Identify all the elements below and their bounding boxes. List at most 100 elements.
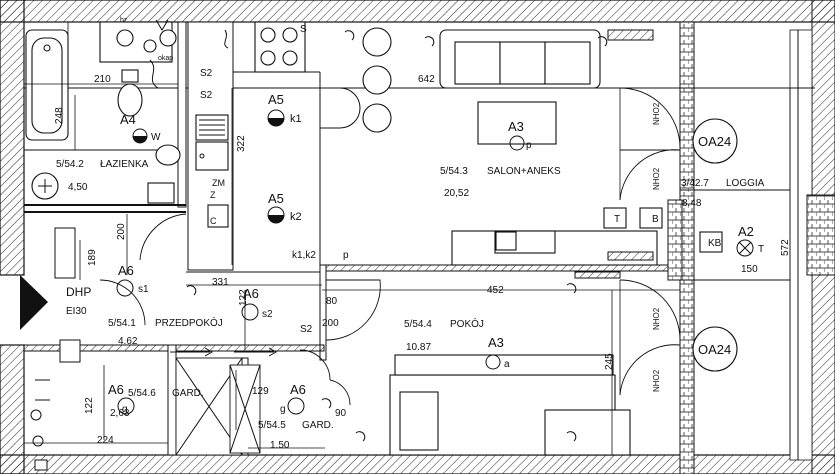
svg-text:A6: A6 xyxy=(290,382,306,397)
svg-text:189: 189 xyxy=(87,249,98,266)
svg-text:NHO2: NHO2 xyxy=(652,307,661,330)
sink-bowl xyxy=(195,141,229,171)
svg-text:T: T xyxy=(614,214,620,225)
bathroom-fixtures xyxy=(25,21,181,200)
svg-text:ZM: ZM xyxy=(212,178,225,188)
room-area-loggia: 8.48 xyxy=(682,198,702,209)
svg-text:k1: k1 xyxy=(290,113,302,125)
room-name-wardrobe-1: GARD. xyxy=(172,388,204,399)
outlet-icon xyxy=(566,431,577,442)
tv-socket-icon xyxy=(603,207,627,229)
svg-text:122: 122 xyxy=(238,289,249,306)
svg-text:90: 90 xyxy=(335,408,347,419)
svg-text:572: 572 xyxy=(780,239,791,256)
svg-text:k1,k2: k1,k2 xyxy=(292,250,316,261)
kb-box-icon xyxy=(699,231,723,253)
svg-text:OA24: OA24 xyxy=(698,342,731,357)
svg-text:245: 245 xyxy=(604,353,615,370)
svg-text:S: S xyxy=(300,24,307,35)
svg-text:150: 150 xyxy=(741,264,758,275)
outlet-icon xyxy=(321,398,332,409)
data-socket-icon xyxy=(639,207,663,229)
light-icon xyxy=(117,397,135,415)
dimension-labels: 210 248 642 322 200 189 331 452 245 572 … xyxy=(54,74,791,446)
room-name-room: POKÓJ xyxy=(450,317,484,330)
light-icon xyxy=(287,397,305,415)
socket-icon xyxy=(509,135,525,151)
svg-text:A5: A5 xyxy=(268,92,284,107)
svg-text:S2: S2 xyxy=(300,324,313,335)
room-area-salon: 20,52 xyxy=(444,188,469,199)
sink xyxy=(195,114,229,141)
svg-text:s1: s1 xyxy=(138,284,149,295)
thermostat-icon xyxy=(736,239,754,257)
svg-text:k2: k2 xyxy=(290,211,302,223)
cooktop xyxy=(254,21,306,73)
stool xyxy=(362,65,392,95)
room-area-bathroom: 4,50 xyxy=(68,182,88,193)
room-area-hall: 4.62 xyxy=(118,336,138,347)
svg-text:p: p xyxy=(343,250,349,261)
bedroom-furniture xyxy=(170,347,631,456)
svg-text:NHO2: NHO2 xyxy=(652,369,661,392)
outlet-icon xyxy=(186,285,197,296)
living-furniture xyxy=(439,29,658,279)
desk xyxy=(544,409,631,456)
room-code-hall: 5/54.1 xyxy=(108,318,136,329)
dimension-lines xyxy=(24,83,791,455)
svg-text:129: 129 xyxy=(252,386,269,397)
svg-text:T: T xyxy=(758,244,764,255)
svg-text:S2: S2 xyxy=(200,68,213,79)
outlet-icon xyxy=(424,36,435,47)
svg-text:322: 322 xyxy=(236,135,247,152)
switch-icon xyxy=(207,204,229,228)
room-code-wardrobe-1: 5/54.6 xyxy=(128,388,156,399)
svg-text:A4: A4 xyxy=(120,112,136,127)
svg-text:W: W xyxy=(151,132,161,143)
room-name-bathroom: ŁAZIENKA xyxy=(100,159,149,170)
svg-text:S2: S2 xyxy=(200,90,213,101)
symbol-icons xyxy=(30,19,754,447)
drain-icon xyxy=(43,44,51,52)
room-code-room: 5/54.4 xyxy=(404,319,432,330)
svg-text:B: B xyxy=(652,214,659,225)
pillow xyxy=(399,391,439,451)
svg-text:s2: s2 xyxy=(262,309,273,320)
meter-icon xyxy=(147,182,175,204)
svg-text:A3: A3 xyxy=(508,119,524,134)
svg-text:642: 642 xyxy=(418,74,435,85)
svg-text:KB: KB xyxy=(708,238,722,249)
svg-text:122: 122 xyxy=(84,397,95,414)
room-code-bathroom: 5/54.2 xyxy=(56,159,84,170)
light-icon xyxy=(116,279,134,297)
svg-text:200: 200 xyxy=(322,318,339,329)
washing-machine-icon xyxy=(116,29,134,47)
svg-text:a: a xyxy=(504,359,510,370)
room-code-wardrobe-2: 5/54.5 xyxy=(258,420,286,431)
svg-text:g: g xyxy=(122,404,128,415)
svg-text:A6: A6 xyxy=(118,263,134,278)
boiler-icon xyxy=(224,29,229,49)
room-code-loggia: 3/42.7 xyxy=(681,178,709,189)
svg-text:Z: Z xyxy=(210,190,216,200)
outlet-icon xyxy=(597,36,608,47)
svg-text:A3: A3 xyxy=(488,335,504,350)
svg-text:224: 224 xyxy=(97,435,114,446)
kitchen xyxy=(187,21,392,271)
room-name-loggia: LOGGIA xyxy=(726,178,765,189)
svg-text:452: 452 xyxy=(487,285,504,296)
room-name-wardrobe-2: GARD. xyxy=(302,420,334,431)
socket-icon xyxy=(485,354,501,370)
outlet-icon xyxy=(355,431,366,442)
room-name-salon: SALON+ANEKS xyxy=(487,166,561,177)
stool xyxy=(362,27,392,57)
oa24-unit-bottom xyxy=(692,326,738,372)
svg-text:C: C xyxy=(210,216,217,226)
doors xyxy=(99,87,681,406)
coffee-table xyxy=(477,101,557,145)
outlet-icon xyxy=(566,283,577,294)
svg-text:okap: okap xyxy=(158,55,173,62)
entrance-arrow-icon xyxy=(20,275,48,330)
svg-text:248: 248 xyxy=(54,107,65,124)
